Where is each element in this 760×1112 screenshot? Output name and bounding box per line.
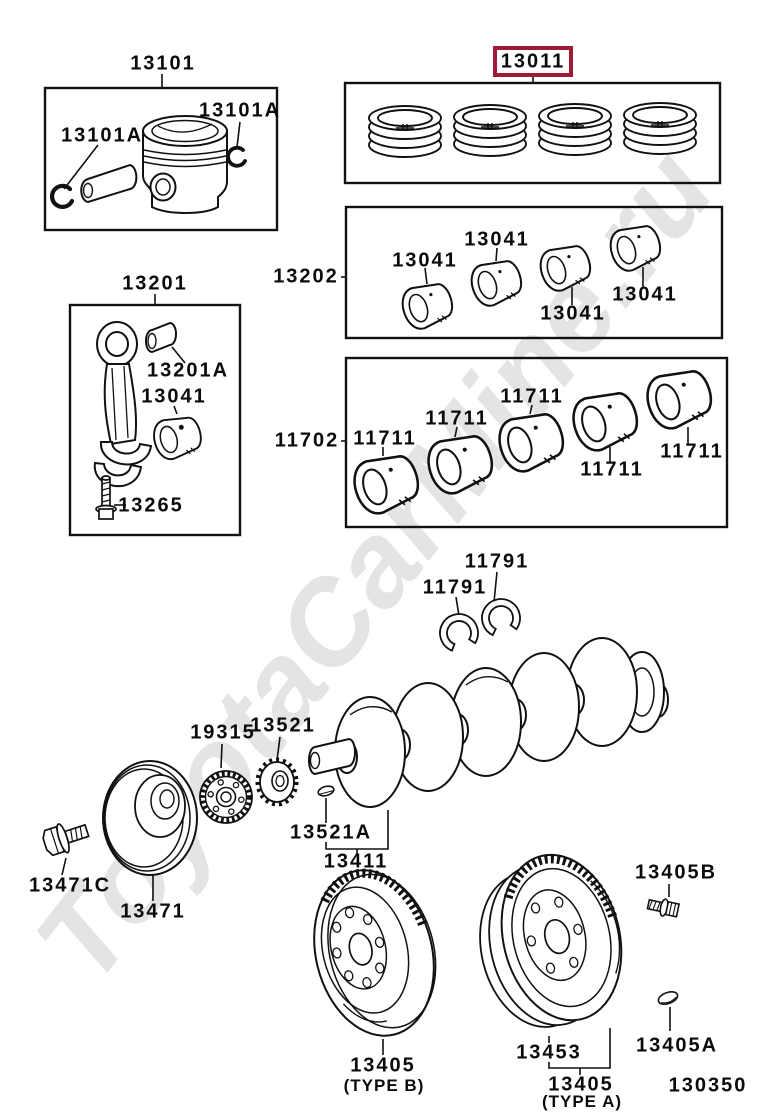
part-label-13041-a[interactable]: 13041 <box>392 249 458 272</box>
crankshaft-key-drawing <box>317 785 335 797</box>
part-label-13201[interactable]: 13201 <box>122 272 188 295</box>
part-label-13405-type-a[interactable]: 13405 <box>548 1073 614 1096</box>
ring-gear-teeth <box>320 868 428 928</box>
part-label-13041-b[interactable]: 13041 <box>464 228 530 251</box>
sensor-rotor-drawing <box>199 770 253 824</box>
part-label-13521A[interactable]: 13521A <box>289 821 373 844</box>
part-label-13201A[interactable]: 13201A <box>146 359 230 382</box>
type-b-caption: (TYPE B) <box>343 1076 425 1095</box>
drive-plate-bolt-drawing <box>646 898 681 918</box>
part-label-13041-c[interactable]: 13041 <box>540 302 606 325</box>
part-label-13041-rod[interactable]: 13041 <box>141 385 207 408</box>
part-label-11702[interactable]: 11702 <box>274 429 340 452</box>
pulley-drawing <box>102 760 198 876</box>
drive-plate-pin-drawing <box>657 991 679 1005</box>
part-label-13041-d[interactable]: 13041 <box>612 283 678 306</box>
part-label-11711-e[interactable]: 11711 <box>660 440 724 463</box>
rod-bolt-drawing <box>95 475 117 520</box>
box-rod-bearing-group <box>344 205 724 340</box>
part-label-13521[interactable]: 13521 <box>250 714 316 737</box>
part-label-13405B[interactable]: 13405B <box>634 861 718 884</box>
ring-set-drawing <box>368 102 697 158</box>
part-label-13471[interactable]: 13471 <box>120 900 186 923</box>
crankshaft-drawing <box>308 637 669 808</box>
piston-drawing <box>49 115 247 214</box>
part-label-11711-b[interactable]: 11711 <box>425 407 489 430</box>
snap-ring-left <box>49 183 75 209</box>
part-label-19315[interactable]: 19315 <box>190 721 256 744</box>
highlight-box-13011 <box>493 46 573 77</box>
part-label-13202[interactable]: 13202 <box>273 265 339 288</box>
type-a-caption: (TYPE A) <box>541 1092 623 1111</box>
part-label-11711-a[interactable]: 11711 <box>353 427 417 450</box>
box-main-bearing-group <box>344 356 729 529</box>
piston-pin <box>80 163 138 204</box>
leader-lines <box>61 74 689 1075</box>
part-label-13411[interactable]: 13411 <box>323 850 389 873</box>
drive-plate-drawing <box>479 853 623 1028</box>
part-label-13405A[interactable]: 13405A <box>635 1034 719 1057</box>
rod-bushing-drawing <box>145 321 177 354</box>
part-label-13101A-left[interactable]: 13101A <box>60 124 144 147</box>
part-label-13101A-right[interactable]: 13101A <box>198 99 282 122</box>
part-label-13405-type-b[interactable]: 13405 <box>350 1054 416 1077</box>
connecting-rod-drawing <box>93 321 206 520</box>
part-label-11791-b[interactable]: 11791 <box>464 550 530 573</box>
timing-gear-drawing <box>255 757 299 807</box>
pulley-bolt-drawing <box>42 823 90 857</box>
part-label-13265[interactable]: 13265 <box>118 494 184 517</box>
part-label-11791-a[interactable]: 11791 <box>422 576 488 599</box>
thrust-washers-drawing <box>439 598 521 652</box>
part-label-13471C[interactable]: 13471C <box>28 874 112 897</box>
rod-bearings-drawing <box>396 218 667 334</box>
part-label-11711-c[interactable]: 11711 <box>500 385 564 408</box>
crank-nose <box>308 737 356 776</box>
flywheel-drawing <box>313 868 437 1037</box>
box-piston-group <box>43 86 279 232</box>
part-label-13011-highlighted[interactable]: 13011 <box>500 50 566 73</box>
snap-ring-right <box>226 145 247 168</box>
figure-code: 130350 <box>668 1074 748 1097</box>
part-label-13101[interactable]: 13101 <box>130 52 196 75</box>
part-label-13453[interactable]: 13453 <box>516 1041 582 1064</box>
part-label-11711-d[interactable]: 11711 <box>580 458 644 481</box>
